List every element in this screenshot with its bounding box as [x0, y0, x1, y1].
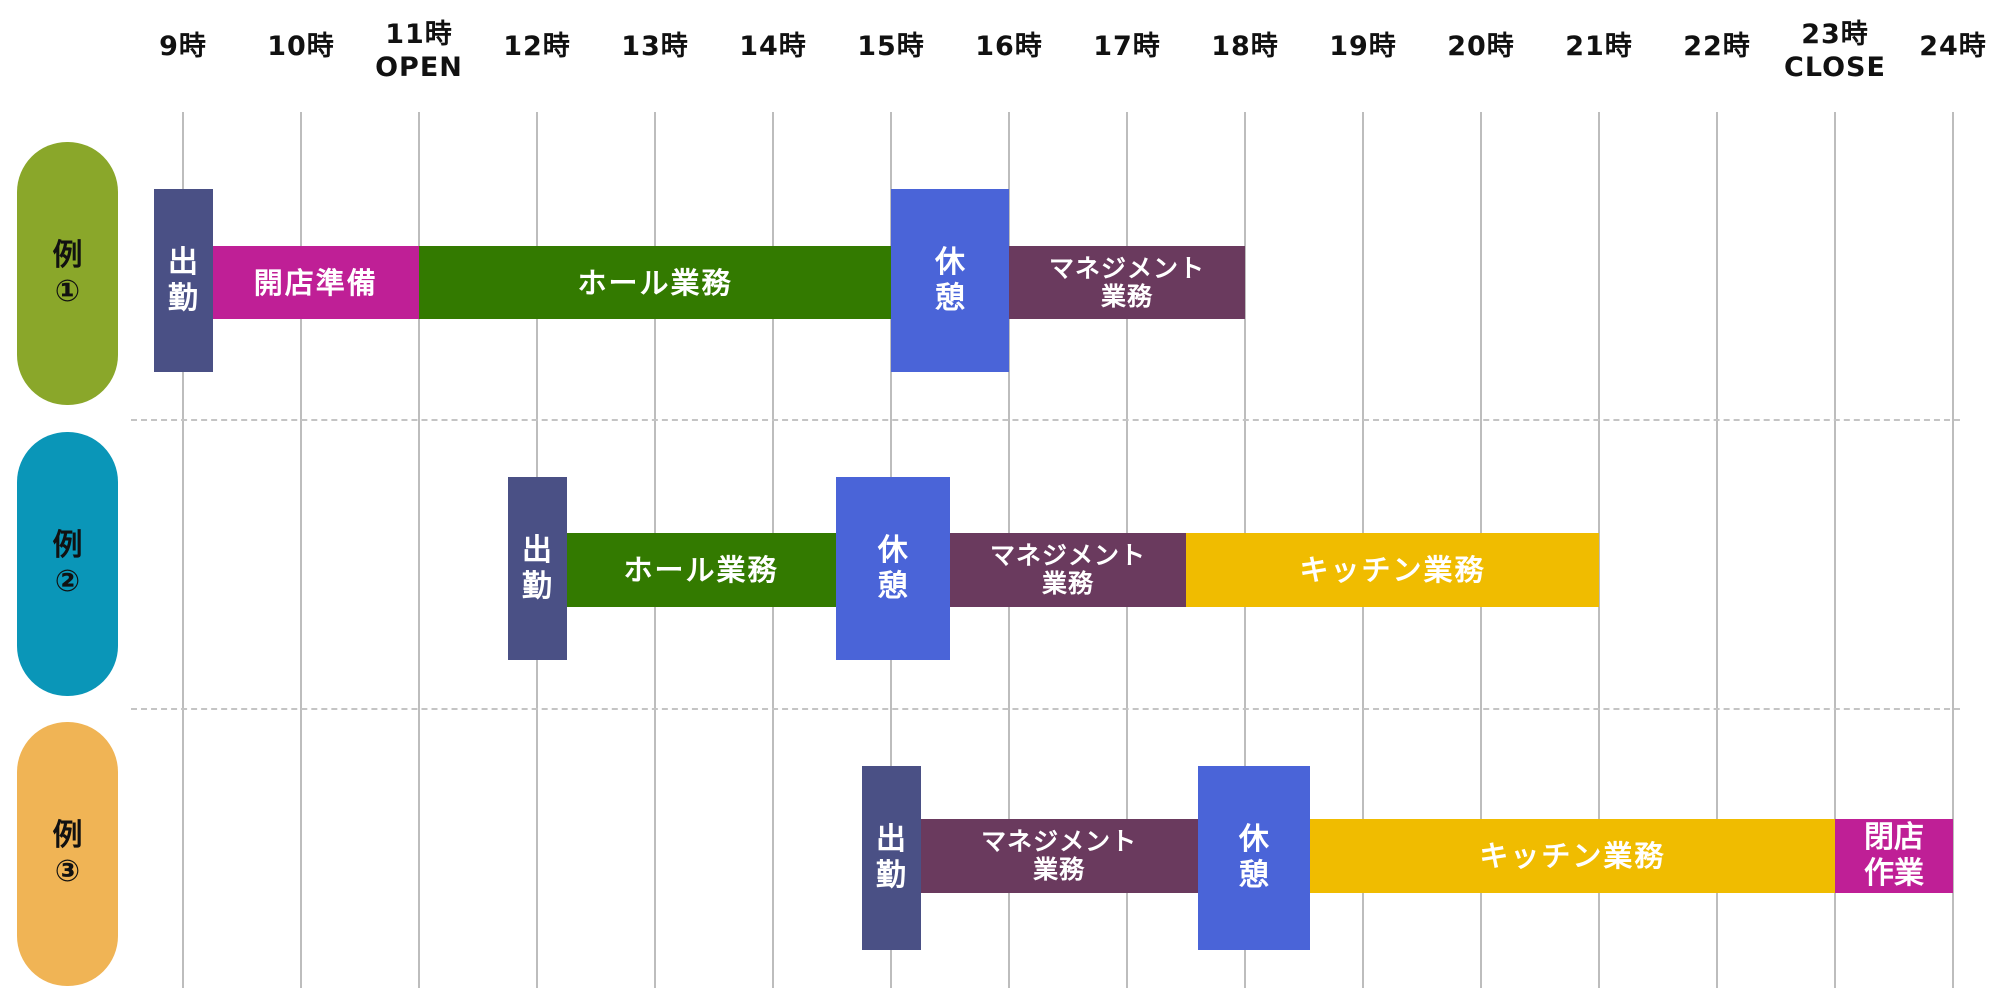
example-label-text: 例: [52, 237, 83, 273]
task-label: キッチン業務: [1479, 839, 1666, 873]
hour-label: 13時: [600, 30, 710, 63]
hour-label-text: 9時: [159, 31, 207, 62]
hour-label: 20時: [1426, 30, 1536, 63]
hour-gridline: [182, 112, 184, 988]
hour-label-text: 11時: [385, 19, 453, 50]
hour-label-marker: CLOSE: [1784, 52, 1886, 83]
hour-gridline: [1716, 112, 1718, 988]
hour-label-text: 21時: [1565, 31, 1633, 62]
hour-label-text: 23時: [1801, 19, 1869, 50]
hour-gridline: [1952, 112, 1954, 988]
task-label: 業務: [1033, 855, 1086, 884]
hour-label: 24時: [1898, 30, 2000, 63]
example-label-text: ②: [54, 564, 81, 599]
task-hall: ホール業務: [566, 533, 836, 607]
hour-label-text: 19時: [1329, 31, 1397, 62]
hour-gridline: [418, 112, 420, 988]
task-label: 作業: [1864, 856, 1924, 891]
hour-label-text: 15時: [857, 31, 925, 62]
task-label: マネジメント: [989, 541, 1146, 570]
hour-label-text: 10時: [267, 31, 335, 62]
hour-gridline: [1598, 112, 1600, 988]
hour-label-text: 16時: [975, 31, 1043, 62]
task-label: キッチン業務: [1299, 553, 1486, 587]
task-label: 出: [876, 822, 906, 857]
task-label: 勤: [168, 280, 198, 316]
hour-label: 21時: [1544, 30, 1654, 63]
task-label: 休: [1238, 822, 1269, 857]
task-label: ホール業務: [623, 553, 779, 587]
hour-label: 16時: [954, 30, 1064, 63]
task-opening-prep: 開店準備: [212, 246, 419, 319]
task-label: 憩: [935, 280, 965, 316]
hour-label: 19時: [1308, 30, 1418, 63]
hour-label: 14時: [718, 30, 828, 63]
hour-label-text: 22時: [1683, 31, 1751, 62]
hour-gridline: [300, 112, 302, 988]
hour-label-text: 12時: [503, 31, 571, 62]
task-label: 閉店: [1864, 820, 1924, 855]
task-label: 休: [935, 244, 965, 280]
example-label-text: 例: [52, 528, 83, 563]
task-label: 勤: [876, 858, 906, 893]
task-attendance: 出勤: [153, 189, 213, 372]
hour-label-text: 24時: [1919, 31, 1987, 62]
hour-label: 10時: [246, 30, 356, 63]
hour-label: 12時: [482, 30, 592, 63]
task-label: 出: [168, 244, 198, 280]
hour-label-text: 14時: [739, 31, 807, 62]
hour-label: 15時: [836, 30, 946, 63]
task-label: 憩: [877, 568, 908, 604]
task-label: 出: [522, 532, 552, 568]
hour-label: 17時: [1072, 30, 1182, 63]
task-break: 休憩: [835, 477, 950, 660]
hour-label: 18時: [1190, 30, 1300, 63]
example-label-text: ①: [54, 273, 81, 309]
example-label-text: 例: [52, 818, 83, 853]
task-attendance: 出勤: [861, 766, 921, 950]
task-label: 休: [877, 532, 908, 568]
row-separator: [131, 708, 1960, 710]
hour-label-text: 18時: [1211, 31, 1279, 62]
hour-label-text: 17時: [1093, 31, 1161, 62]
task-management: マネジメント業務: [950, 533, 1186, 607]
hour-label: 22時: [1662, 30, 1772, 63]
row-separator: [131, 419, 1960, 421]
example-label-text: ③: [54, 854, 81, 889]
task-kitchen: キッチン業務: [1309, 819, 1835, 893]
task-break: 休憩: [891, 189, 1009, 372]
task-kitchen: キッチン業務: [1186, 533, 1599, 607]
task-label: 業務: [1041, 569, 1094, 598]
task-label: ホール業務: [577, 265, 733, 300]
hour-gridline: [1834, 112, 1836, 988]
task-management: マネジメント業務: [920, 819, 1198, 893]
task-hall: ホール業務: [419, 246, 891, 319]
task-label: マネジメント: [1048, 253, 1205, 283]
task-attendance: 出勤: [507, 477, 567, 660]
hour-label-text: 13時: [621, 31, 689, 62]
task-management: マネジメント業務: [1009, 246, 1245, 319]
hour-label-marker: OPEN: [375, 52, 463, 83]
task-label: 業務: [1100, 281, 1153, 311]
hour-label: 9時: [128, 30, 238, 63]
task-break: 休憩: [1197, 766, 1310, 950]
task-label: 開店準備: [253, 265, 378, 300]
hour-label-text: 20時: [1447, 31, 1515, 62]
task-label: 勤: [522, 568, 552, 604]
task-label: マネジメント: [981, 827, 1138, 856]
task-closing: 閉店作業: [1835, 819, 1953, 893]
task-label: 憩: [1238, 858, 1269, 893]
